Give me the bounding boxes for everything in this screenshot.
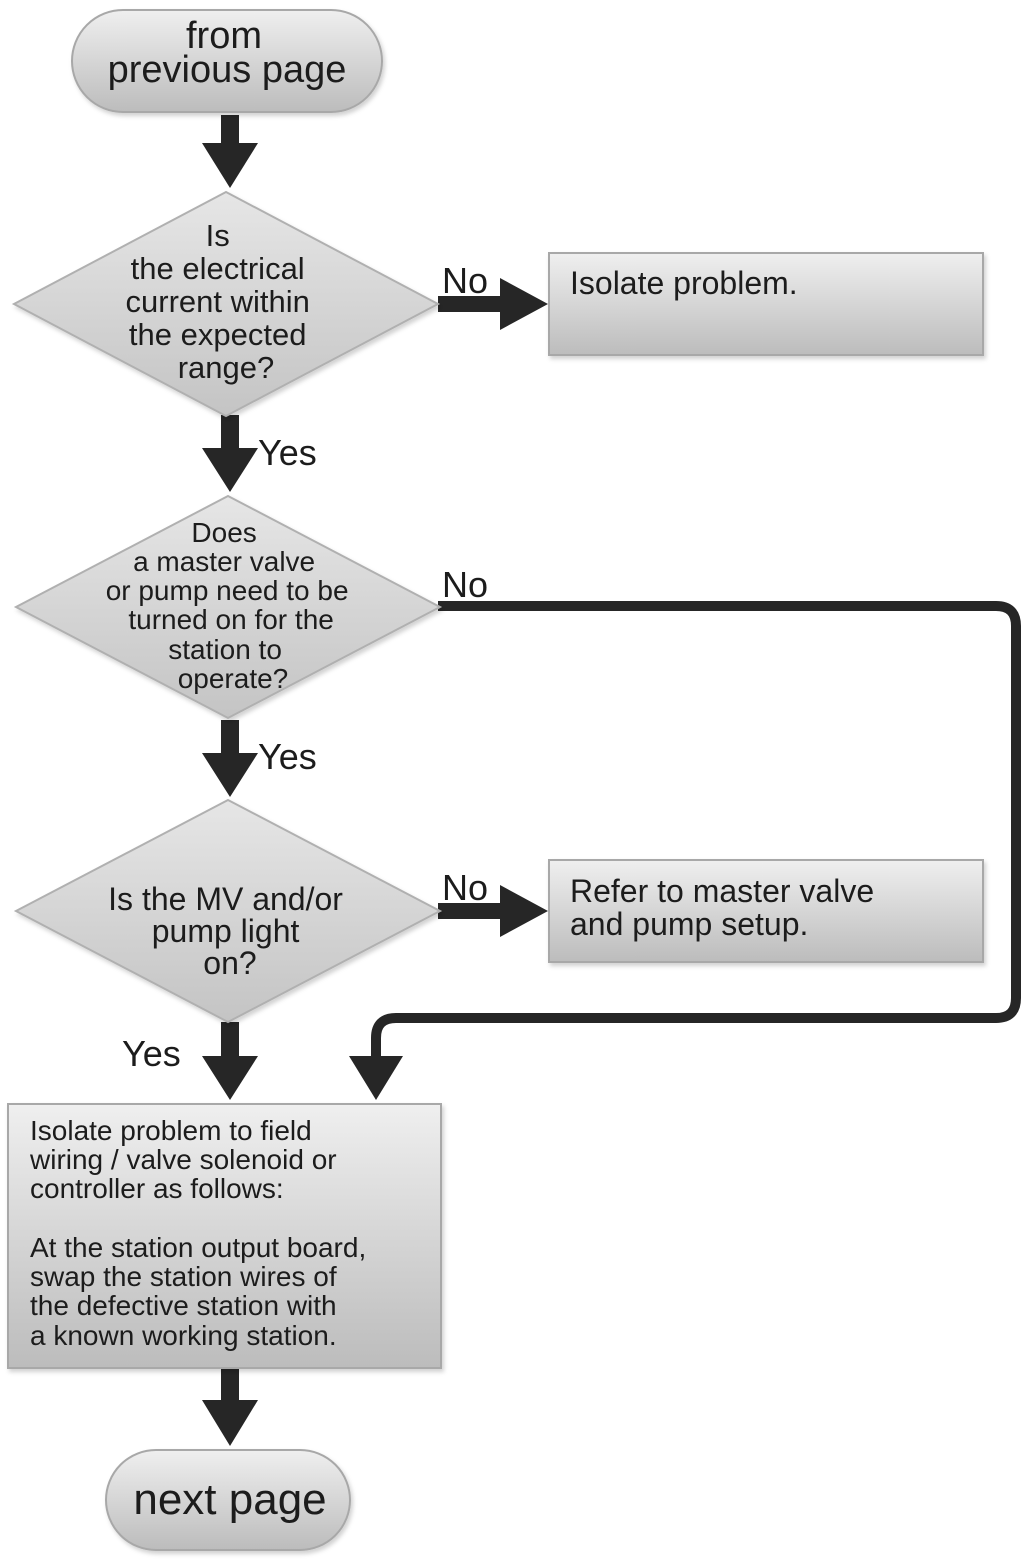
q3-line-2: pump light: [152, 913, 300, 949]
svg-text:Is the electrical: Is the electrical current within the exp…: [126, 218, 319, 385]
action-refer-setup: Refer to master valve and pump setup.: [548, 859, 984, 963]
q1-line-4: the expected: [129, 317, 307, 352]
q3-line-3: on?: [203, 945, 256, 981]
field-line-5: At the station output board,: [30, 1232, 366, 1263]
action-field-wiring: Isolate problem to field wiring / valve …: [7, 1103, 442, 1369]
q1-line-5: range?: [178, 350, 275, 385]
start-line-2: previous page: [108, 49, 347, 91]
end-line-1: next page: [133, 1475, 326, 1524]
q1-line-1: Is: [206, 218, 230, 253]
refer-line-1: Refer to master valve: [570, 873, 874, 909]
q2-line-5: station to: [168, 634, 282, 665]
q1-yes-label: Yes: [258, 432, 317, 473]
field-line-8: a known working station.: [30, 1320, 337, 1351]
svg-text:next page: next page: [133, 1475, 326, 1524]
q1-line-2: the electrical: [131, 251, 305, 286]
arrow-q2-yes-to-q3: [202, 720, 258, 797]
q3-no-label: No: [442, 867, 488, 908]
field-line-7: the defective station with: [30, 1290, 337, 1321]
q2-line-2: a master valve: [133, 546, 315, 577]
field-line-1: Isolate problem to field: [30, 1115, 312, 1146]
svg-text:Isolate problem.: Isolate problem.: [570, 265, 798, 301]
arrow-q1-no-to-isolate: [438, 278, 548, 330]
q1-no-label: No: [442, 260, 488, 301]
isolate-line-1: Isolate problem.: [570, 265, 798, 301]
q2-yes-label: Yes: [258, 736, 317, 777]
decision-mv-pump-light: Is the MV and/or pump light on?: [13, 798, 443, 1024]
q2-line-4: turned on for the: [128, 604, 333, 635]
arrow-q1-yes-to-q2: [202, 415, 258, 492]
q1-line-3: current within: [126, 284, 310, 319]
arrow-q3-yes-to-field: [202, 1022, 258, 1100]
q2-line-3: or pump need to be: [106, 575, 349, 606]
q3-yes-label: Yes: [122, 1033, 181, 1074]
refer-line-2: and pump setup.: [570, 906, 808, 942]
q2-no-label: No: [442, 564, 488, 605]
field-line-6: swap the station wires of: [30, 1261, 337, 1292]
arrow-field-to-end: [202, 1368, 258, 1446]
start-line-1: from: [186, 15, 262, 57]
q2-line-6: operate?: [178, 663, 289, 694]
svg-text:Is the MV and/or pump li: Is the MV and/or pump light on?: [108, 881, 352, 981]
arrow-q2-no-to-field: [349, 601, 1021, 1100]
decision-electrical-current: Is the electrical current within the exp…: [11, 190, 441, 418]
end-terminal: next page: [105, 1449, 351, 1551]
svg-text:from: from: [186, 15, 262, 57]
field-line-2: wiring / valve solenoid or: [29, 1144, 337, 1175]
svg-text:Refer to master valve an: Refer to master valve and pump setup.: [570, 873, 883, 942]
q2-line-1: Does: [191, 517, 256, 548]
svg-text:Isolate problem to field: Isolate problem to field wiring / valve …: [29, 1115, 374, 1351]
start-terminal: from previous page: [71, 9, 383, 113]
connectors: [202, 115, 1021, 1446]
field-line-3: controller as follows:: [30, 1173, 284, 1204]
svg-text:Does a master valve: Does a master valve or pump need to be t…: [106, 517, 357, 694]
action-isolate-problem: Isolate problem.: [548, 252, 984, 356]
q3-line-1: Is the MV and/or: [108, 881, 343, 917]
arrow-q3-no-to-refer: [438, 885, 548, 937]
decision-master-valve-needed: Does a master valve or pump need to be t…: [13, 494, 443, 720]
svg-text:previous page: previous page: [108, 49, 347, 91]
arrow-start-to-q1: [202, 115, 258, 188]
